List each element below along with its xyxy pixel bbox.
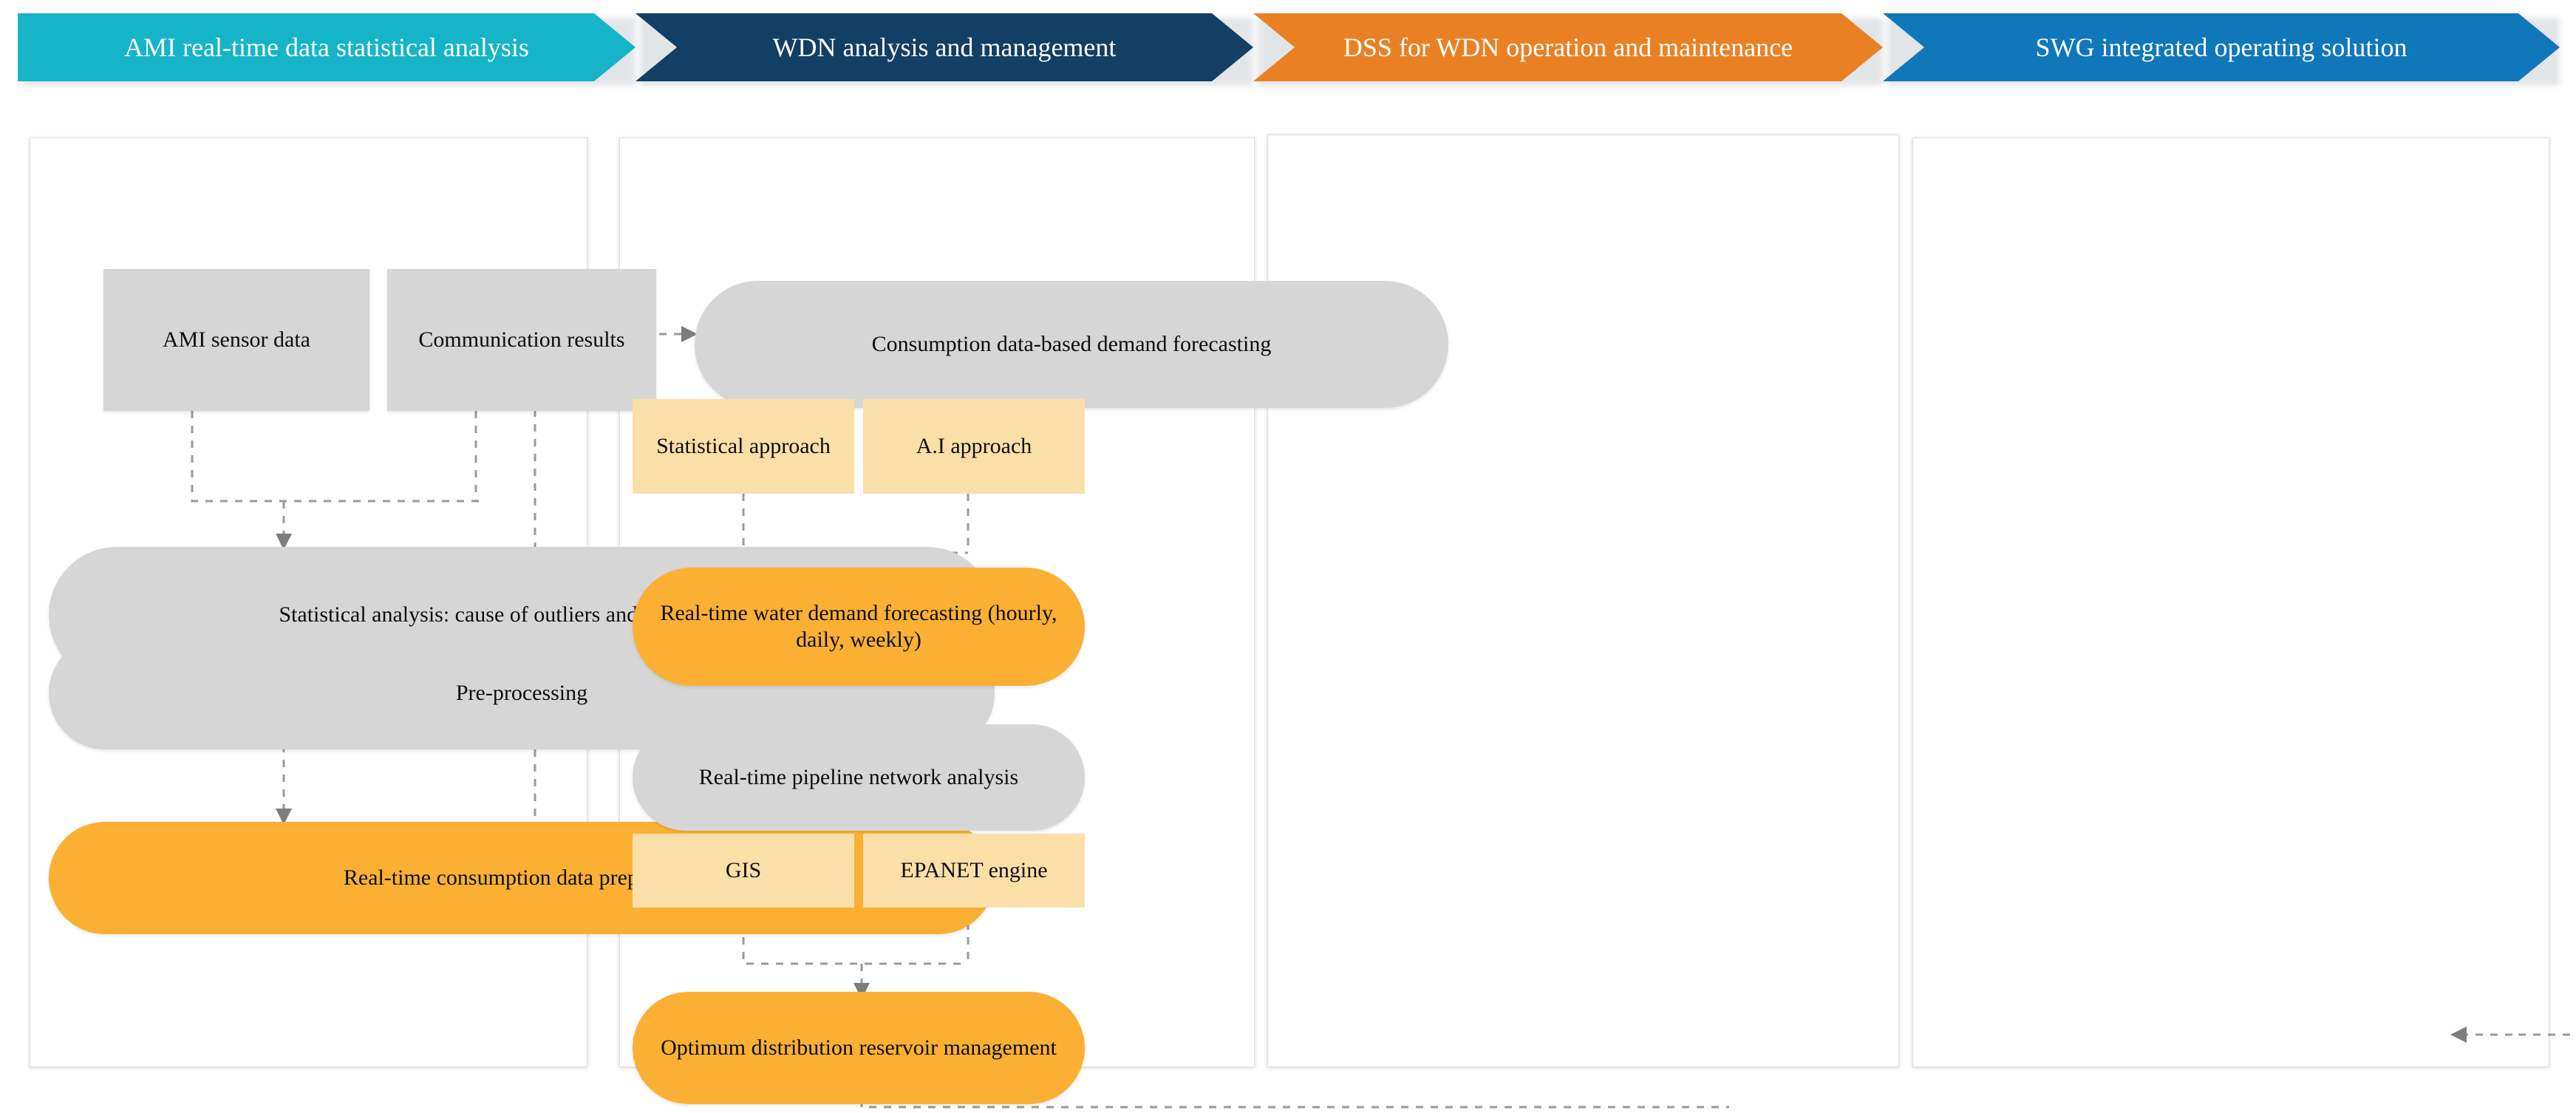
node-label: A.I approach: [916, 434, 1032, 458]
banner-wdn: WDN analysis and management: [636, 13, 1253, 81]
node-consumption-data-based-demand-forecasting[interactable]: Consumption data-based demand forecastin…: [695, 281, 1448, 408]
node-real-time-pipeline-network-analysis[interactable]: Real-time pipeline network analysis: [633, 724, 1085, 831]
banner-wdn-label: WDN analysis and management: [772, 32, 1117, 62]
node-gis[interactable]: GIS: [633, 834, 854, 908]
node-label: Communication results: [418, 327, 625, 352]
panel-column-3: [1267, 135, 1899, 1067]
node-epanet-engine[interactable]: EPANET engine: [863, 834, 1085, 908]
banner-swg: SWG integrated operating solution: [1883, 13, 2560, 81]
banner-ami-label: AMI real-time data statistical analysis: [124, 32, 529, 62]
node-optimum-distribution-reservoir-management[interactable]: Optimum distribution reservoir managemen…: [633, 992, 1085, 1104]
node-real-time-water-demand-forecasting[interactable]: Real-time water demand forecasting (hour…: [633, 568, 1085, 686]
banner-dss: DSS for WDN operation and maintenance: [1253, 13, 1883, 81]
node-ami-sensor-data[interactable]: AMI sensor data: [103, 269, 369, 411]
node-label: EPANET engine: [900, 858, 1048, 882]
banner-dss-label: DSS for WDN operation and maintenance: [1343, 32, 1793, 62]
node-label: AMI sensor data: [163, 327, 310, 352]
node-communication-results[interactable]: Communication results: [387, 269, 656, 411]
node-label: Optimum distribution reservoir managemen…: [661, 1035, 1057, 1060]
node-label: Pre-processing: [455, 681, 588, 705]
node-label: Consumption data-based demand forecastin…: [871, 332, 1272, 356]
panel-column-4: [1912, 137, 2549, 1067]
node-label: Statistical approach: [656, 434, 831, 458]
banner-swg-label: SWG integrated operating solution: [2035, 32, 2408, 62]
node-label: Real-time pipeline network analysis: [698, 765, 1019, 789]
node-label: Real-time water demand forecasting (hour…: [660, 601, 1057, 652]
node-ai-approach[interactable]: A.I approach: [863, 399, 1085, 494]
node-statistical-approach[interactable]: Statistical approach: [633, 399, 854, 494]
banner-ami: AMI real-time data statistical analysis: [18, 13, 636, 81]
node-label: GIS: [725, 858, 762, 882]
